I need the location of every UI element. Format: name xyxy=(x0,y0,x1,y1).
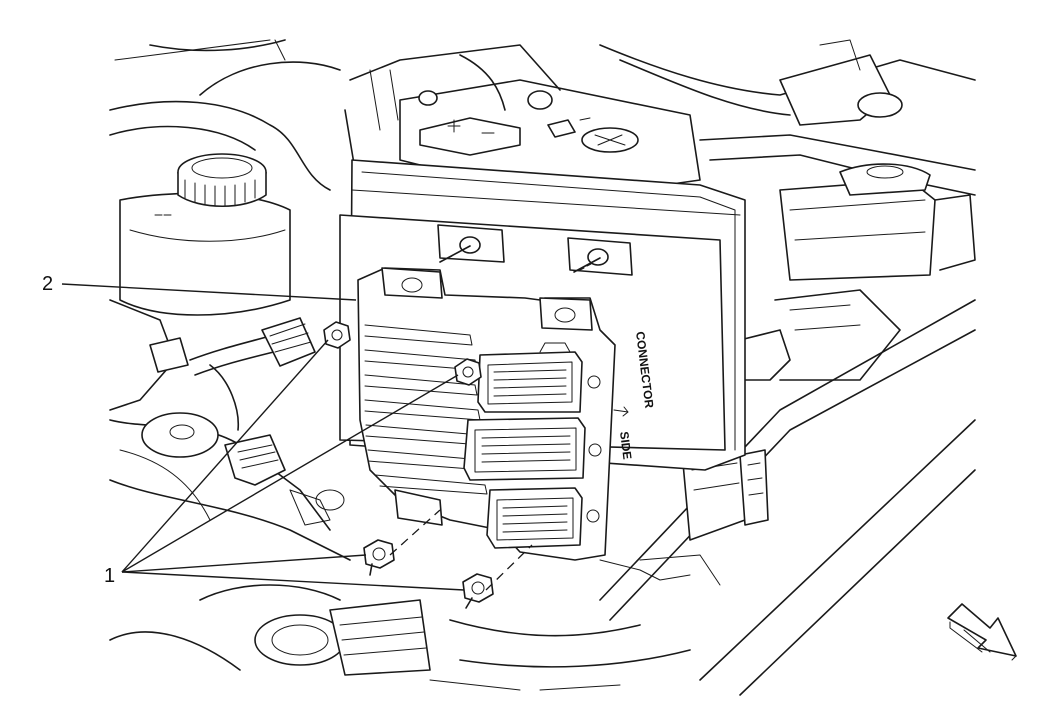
connector-middle xyxy=(463,417,602,481)
connector-side-arrow-icon xyxy=(613,406,629,417)
callout-1-leader-lower-right xyxy=(121,571,465,591)
fuse-block xyxy=(779,163,976,281)
installation-guide-lines xyxy=(389,509,533,591)
callout-1-leader-lower-left xyxy=(121,554,367,573)
callout-1-leader-middle xyxy=(121,374,459,573)
mounting-studs xyxy=(439,245,601,273)
callout-1-leader-upper-left xyxy=(121,339,329,573)
connector-upper xyxy=(477,342,601,413)
nut-middle xyxy=(454,358,482,386)
callout-1-group: 1 xyxy=(104,339,465,591)
callout-1: 1 xyxy=(104,565,115,587)
callout-2-leader xyxy=(61,283,357,301)
engine-control-module: CONNECTOR SIDE xyxy=(339,159,746,561)
front-of-vehicle-arrow-icon xyxy=(947,603,1017,661)
connector-lower xyxy=(486,487,600,549)
mounting-nuts xyxy=(323,321,494,609)
nut-lower-right xyxy=(462,573,494,609)
nut-lower-left xyxy=(363,539,395,576)
callout-2-group: 2 xyxy=(42,273,357,301)
nut-upper-left xyxy=(323,321,351,349)
callout-2: 2 xyxy=(42,273,53,295)
coolant-reservoir xyxy=(119,153,291,316)
connector-side-label-line2: SIDE xyxy=(617,431,634,461)
